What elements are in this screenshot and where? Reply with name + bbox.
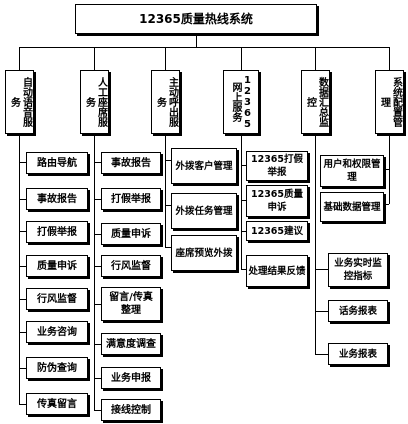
category-system-config: 系统配置管理 xyxy=(375,70,404,134)
web-item-suggestion: 12365建议 xyxy=(246,221,308,241)
agent-item-satisfaction-survey: 满意度调查 xyxy=(101,333,161,355)
agent-item-quality-complaint: 质量申诉 xyxy=(101,223,161,245)
web-item-result-feedback: 处理结果反馈 xyxy=(246,255,308,287)
monitor-item-call-report: 话务报表 xyxy=(328,300,388,322)
monitor-item-business-report: 业务报表 xyxy=(328,343,388,365)
config-item-base-data: 基础数据管理 xyxy=(320,192,384,222)
voice-item-quality-complaint: 质量申诉 xyxy=(26,255,88,277)
category-outbound-service: 主动呼出服务 xyxy=(151,70,180,134)
web-item-quality-complaint: 12365质量申诉 xyxy=(246,185,308,217)
agent-item-call-control: 接线控制 xyxy=(101,399,161,421)
category-web-service: 12365网上服务 xyxy=(223,70,259,134)
monitor-item-realtime-indicators: 业务实时监控指标 xyxy=(328,253,388,287)
voice-item-accident-report: 事故报告 xyxy=(26,188,88,210)
outbound-item-agent-preview-dial: 座席预览外拨 xyxy=(171,235,237,271)
voice-item-fax-message: 传真留言 xyxy=(26,393,88,415)
category-voice-service: 自动语音服务 xyxy=(5,70,34,134)
outbound-item-customer-management: 外拨客户管理 xyxy=(171,148,237,184)
voice-item-counterfeit-report: 打假举报 xyxy=(26,221,88,243)
voice-item-conduct-supervision: 行风监督 xyxy=(26,288,88,310)
config-item-user-permission: 用户和权限管理 xyxy=(320,155,384,187)
web-item-counterfeit-report: 12365打假举报 xyxy=(246,151,308,181)
agent-item-counterfeit-report: 打假举报 xyxy=(101,188,161,210)
outbound-item-task-management: 外拨任务管理 xyxy=(171,193,237,229)
voice-item-anticounterfeit-query: 防伪查询 xyxy=(26,357,88,379)
category-agent-service: 人工座席服务 xyxy=(80,70,109,134)
agent-item-message-fax-sorting: 留言/传真整理 xyxy=(101,287,161,321)
agent-item-business-declaration: 业务申报 xyxy=(101,367,161,389)
voice-item-route-navigation: 路由导航 xyxy=(26,152,88,174)
voice-item-business-inquiry: 业务咨询 xyxy=(26,321,88,343)
category-data-monitor: 数据汇总监控 xyxy=(301,70,330,134)
agent-item-accident-report: 事故报告 xyxy=(101,152,161,174)
root-title-box: 12365质量热线系统 xyxy=(75,4,317,34)
agent-item-conduct-supervision: 行风监督 xyxy=(101,255,161,277)
